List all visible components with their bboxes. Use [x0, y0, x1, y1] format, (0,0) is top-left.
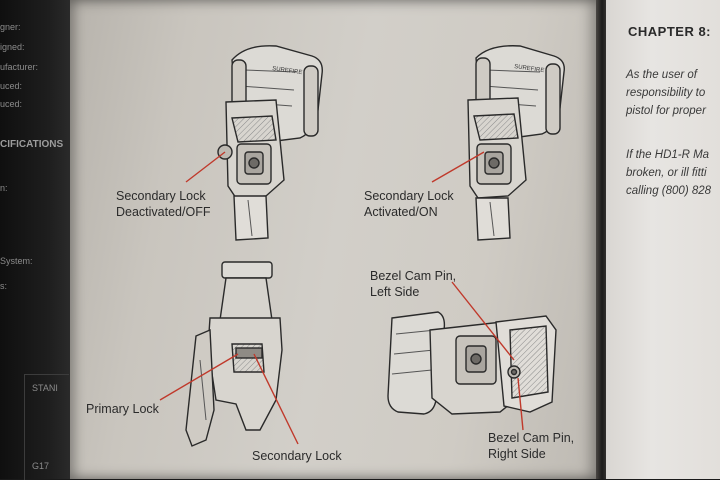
holster-figure-bottom-right	[387, 311, 557, 415]
label-line: Secondary Lock	[252, 449, 342, 463]
label-bezel-cam-pin-left: Bezel Cam Pin, Left Side	[370, 268, 456, 300]
left-fragment-line: n:	[0, 183, 8, 193]
left-fragment-line: uced:	[0, 99, 23, 109]
paragraph-line: responsibility to	[626, 87, 706, 99]
leader-primary-lock	[159, 353, 239, 401]
label-secondary-lock-on: Secondary Lock Activated/ON	[364, 188, 454, 220]
holster-figure-bottom-left	[185, 261, 283, 447]
label-line: Secondary Lock	[364, 189, 454, 203]
label-line: Left Side	[370, 285, 420, 299]
leader-secondary-lock	[253, 353, 299, 445]
left-fragment-table-cell: G17	[32, 461, 50, 471]
leader-secondary-on	[431, 151, 485, 183]
left-fragment-table	[24, 374, 69, 480]
label-line: Right Side	[488, 447, 546, 461]
label-line: Primary Lock	[86, 402, 159, 416]
surefire-logo: SUREFIRE	[272, 66, 303, 76]
left-page-fragment: gner: igned: ufacturer: uced: uced: CIFI…	[0, 0, 70, 480]
paragraph-1: As the user of responsibility to pistol …	[626, 66, 706, 120]
left-fragment-line: s:	[0, 281, 8, 291]
left-fragment-line: ufacturer:	[0, 62, 39, 72]
holster-figure-top-right	[467, 45, 565, 241]
holster-figure-top-left	[217, 45, 323, 241]
paragraph-2: If the HD1-R Ma broken, or ill fitti cal…	[626, 146, 711, 200]
left-fragment-line: igned:	[0, 42, 25, 52]
left-fragment-line: uced:	[0, 81, 23, 91]
book-gutter	[596, 0, 608, 479]
leader-bezel-left	[451, 281, 515, 361]
label-line: Activated/ON	[364, 205, 438, 219]
paragraph-line: calling (800) 828	[626, 185, 712, 197]
label-secondary-lock-off: Secondary Lock Deactivated/OFF	[116, 188, 210, 220]
label-bezel-cam-pin-right: Bezel Cam Pin, Right Side	[488, 430, 574, 462]
label-line: Deactivated/OFF	[116, 205, 211, 219]
left-fragment-table-head: STANI	[32, 383, 58, 393]
label-primary-lock: Primary Lock	[86, 401, 159, 417]
leader-bezel-right	[517, 377, 524, 431]
leader-lines	[159, 151, 524, 445]
left-fragment-heading: CIFICATIONS	[0, 139, 64, 150]
label-line: Secondary Lock	[116, 189, 206, 203]
leader-secondary-off	[185, 151, 226, 183]
left-fragment-line: gner:	[0, 22, 21, 32]
right-page: CHAPTER 8: As the user of responsibility…	[606, 0, 720, 479]
label-line: Bezel Cam Pin,	[488, 431, 575, 445]
paragraph-line: pistol for proper	[626, 105, 706, 117]
chapter-heading: CHAPTER 8:	[628, 24, 712, 39]
label-secondary-lock: Secondary Lock	[252, 448, 342, 464]
paragraph-line: If the HD1-R Ma	[626, 149, 710, 161]
paragraph-line: As the user of	[626, 69, 697, 81]
surefire-logo: SUREFIRE	[514, 64, 545, 74]
label-line: Bezel Cam Pin,	[370, 269, 457, 283]
left-fragment-line: System:	[0, 256, 33, 266]
paragraph-line: broken, or ill fitti	[626, 167, 707, 179]
